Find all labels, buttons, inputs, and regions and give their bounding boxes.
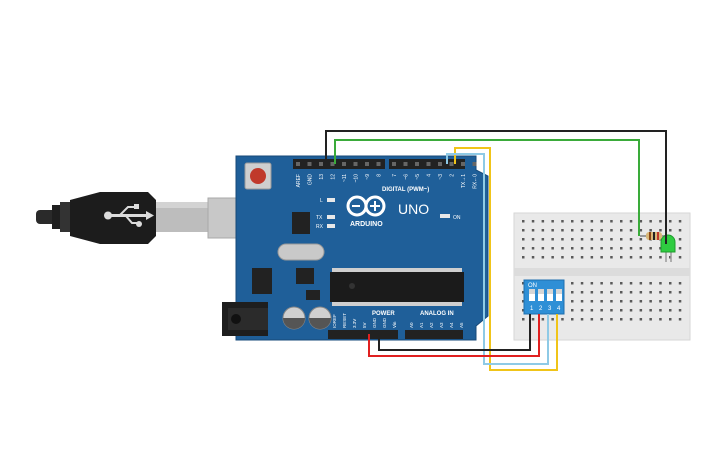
led-on-label: ON [453, 215, 461, 221]
pin-label: 5V [362, 322, 367, 328]
wire-lightblue-tx [446, 153, 549, 365]
usb-cable[interactable] [36, 192, 271, 244]
green-led[interactable] [660, 234, 676, 262]
pin-label: ~10 [354, 174, 360, 183]
dip-number: 2 [539, 306, 543, 312]
usb-chip [292, 212, 310, 234]
wire-green-13 [334, 139, 640, 236]
dip-toggle[interactable] [538, 289, 544, 301]
digital-label: DIGITAL (PWM~) [382, 187, 429, 193]
wire-black-gnd [325, 130, 667, 244]
dip-toggle-knob [538, 289, 544, 294]
arduino-logo [346, 195, 386, 217]
model-text: UNO [398, 201, 429, 217]
pin-label: 4 [427, 174, 433, 177]
atmega-chip [330, 268, 464, 306]
breadboard[interactable] [513, 212, 691, 341]
crystal-oscillator [277, 243, 325, 261]
dip-toggle-knob [529, 289, 535, 294]
wire-black-gnd2 [378, 314, 531, 351]
power-pin-labels: IOREF RESET 3.3V 5V GND GND Vin [332, 313, 397, 328]
dip-number: 3 [548, 306, 552, 312]
pin-label: GND [382, 317, 387, 328]
power-label: POWER [372, 311, 395, 317]
led-tx-label: TX [316, 215, 323, 221]
pin-label: 8 [377, 174, 383, 177]
pin-label: A1 [419, 322, 424, 328]
wire-red-5v [368, 314, 540, 357]
pin-label: Vin [392, 321, 397, 328]
pin-label: A5 [459, 322, 464, 328]
digital-header [293, 159, 477, 169]
pin-label: RESET [342, 313, 347, 328]
digital-pin-labels-right: 7 ~6 ~5 4 ~3 2 TX→1 RX←0 [392, 174, 479, 189]
pin-label: A0 [409, 322, 414, 328]
pin-label: ~9 [365, 174, 371, 180]
led-rx-label: RX [316, 224, 324, 230]
pin-label: ~5 [415, 174, 421, 180]
capacitors [282, 306, 332, 330]
analog-pin-labels: A0 A1 A2 A3 A4 A5 [409, 322, 464, 328]
pin-label: 13 [319, 174, 325, 180]
pin-label: TX→1 [461, 174, 467, 188]
brand-text: ARDUINO [350, 221, 383, 228]
pin-label: ~3 [438, 174, 444, 180]
dip-on-label: ON [528, 283, 537, 289]
dip-toggle[interactable] [529, 289, 535, 301]
wire-yellow-rx [454, 147, 558, 371]
pin-label: A2 [429, 322, 434, 328]
pin-label: AREF [296, 174, 302, 187]
pin-label: 3.3V [352, 319, 357, 328]
digital-pin-labels-left: AREF GND 13 12 ~11 ~10 ~9 8 [296, 174, 383, 188]
pin-label: GND [308, 174, 314, 186]
reset-button[interactable] [244, 162, 272, 190]
pin-label: RX←0 [473, 174, 479, 189]
pin-label: A3 [439, 322, 444, 328]
led-l-label: L [320, 198, 323, 204]
resistor[interactable] [640, 232, 668, 240]
regulator-chip [296, 268, 314, 284]
small-chip [306, 290, 320, 300]
pin-label: 2 [450, 174, 456, 177]
pin-label: IOREF [332, 314, 337, 328]
wires[interactable] [325, 130, 667, 371]
onboard-leds: L TX RX ON [316, 198, 461, 230]
arduino-uno-board[interactable]: ARDUINO UNO L TX RX ON AREF GND 13 12 ~11 ~10… [222, 155, 489, 341]
pin-label: A4 [449, 322, 454, 328]
dip-toggle-knob [547, 289, 553, 294]
pin-label: 12 [331, 174, 337, 180]
dip-toggle[interactable] [547, 289, 553, 301]
pin-label: ~6 [404, 174, 410, 180]
dip-number: 1 [530, 306, 534, 312]
dip-toggle-knob [556, 289, 562, 294]
pin-label: GND [372, 317, 377, 328]
analog-label: ANALOG IN [420, 311, 454, 317]
power-jack [222, 302, 268, 336]
dip-toggle[interactable] [556, 289, 562, 301]
dip-number: 4 [557, 306, 561, 312]
pin-label: ~11 [342, 174, 348, 182]
voltage-regulator [252, 268, 272, 294]
pin-label: 7 [392, 174, 398, 177]
power-header [328, 330, 463, 339]
